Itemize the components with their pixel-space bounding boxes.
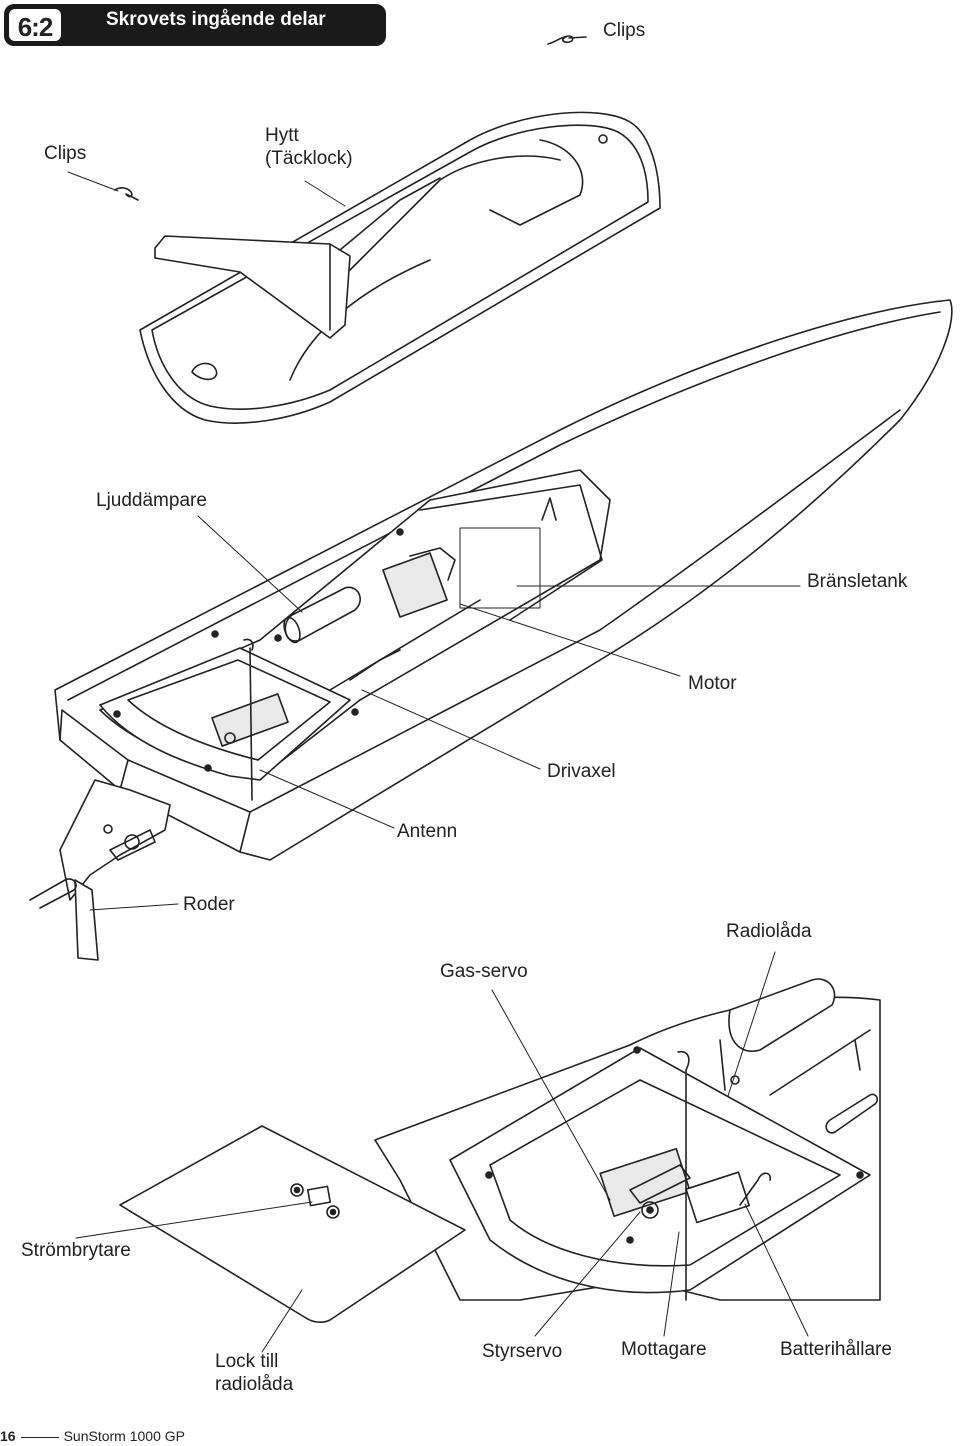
label-bransletank: Bränsletank — [807, 571, 908, 592]
label-lock-line1: Lock till — [215, 1351, 279, 1372]
label-ljuddampare: Ljuddämpare — [96, 490, 207, 511]
clips-icon-top — [547, 35, 587, 45]
label-batterihallare: Batterihållare — [780, 1339, 892, 1360]
label-radiolada: Radiolåda — [726, 921, 812, 942]
label-styrservo: Styrservo — [482, 1341, 563, 1362]
boat-hull — [54, 299, 953, 861]
label-motor: Motor — [688, 673, 737, 694]
leader-lines — [75, 515, 809, 1353]
label-drivaxel: Drivaxel — [547, 761, 616, 782]
label-roder: Roder — [183, 894, 235, 915]
label-hytt-line2: (Täcklock) — [265, 148, 353, 169]
radio-box-lid — [119, 1125, 466, 1323]
hatch-cover — [139, 111, 661, 424]
label-lock-line2: radiolåda — [215, 1374, 294, 1395]
page-number: 16 — [0, 1428, 16, 1444]
product-name: SunStorm 1000 GP — [63, 1428, 185, 1444]
label-strombrytare: Strömbrytare — [21, 1240, 131, 1261]
label-gas-servo: Gas-servo — [440, 961, 528, 982]
step-number-badge: 6:2 — [7, 7, 63, 43]
page-title: Skrovets ingående delar — [106, 9, 326, 30]
label-hytt-line1: Hytt — [265, 125, 299, 146]
header-bar — [4, 4, 386, 46]
label-lock-till-radiolada: Lock till radiolåda — [215, 1350, 293, 1396]
label-clips-left: Clips — [44, 143, 87, 164]
label-mottagare: Mottagare — [621, 1339, 707, 1360]
radio-box-detail — [374, 978, 881, 1301]
rudder-assembly — [29, 779, 171, 961]
page-footer: 16 SunStorm 1000 GP — [0, 1427, 185, 1445]
footer-rule — [20, 1436, 59, 1438]
clips-icon-left — [67, 171, 139, 201]
label-clips-top: Clips — [603, 20, 646, 41]
label-antenn: Antenn — [397, 821, 458, 842]
label-hytt: Hytt (Täcklock) — [265, 124, 353, 170]
